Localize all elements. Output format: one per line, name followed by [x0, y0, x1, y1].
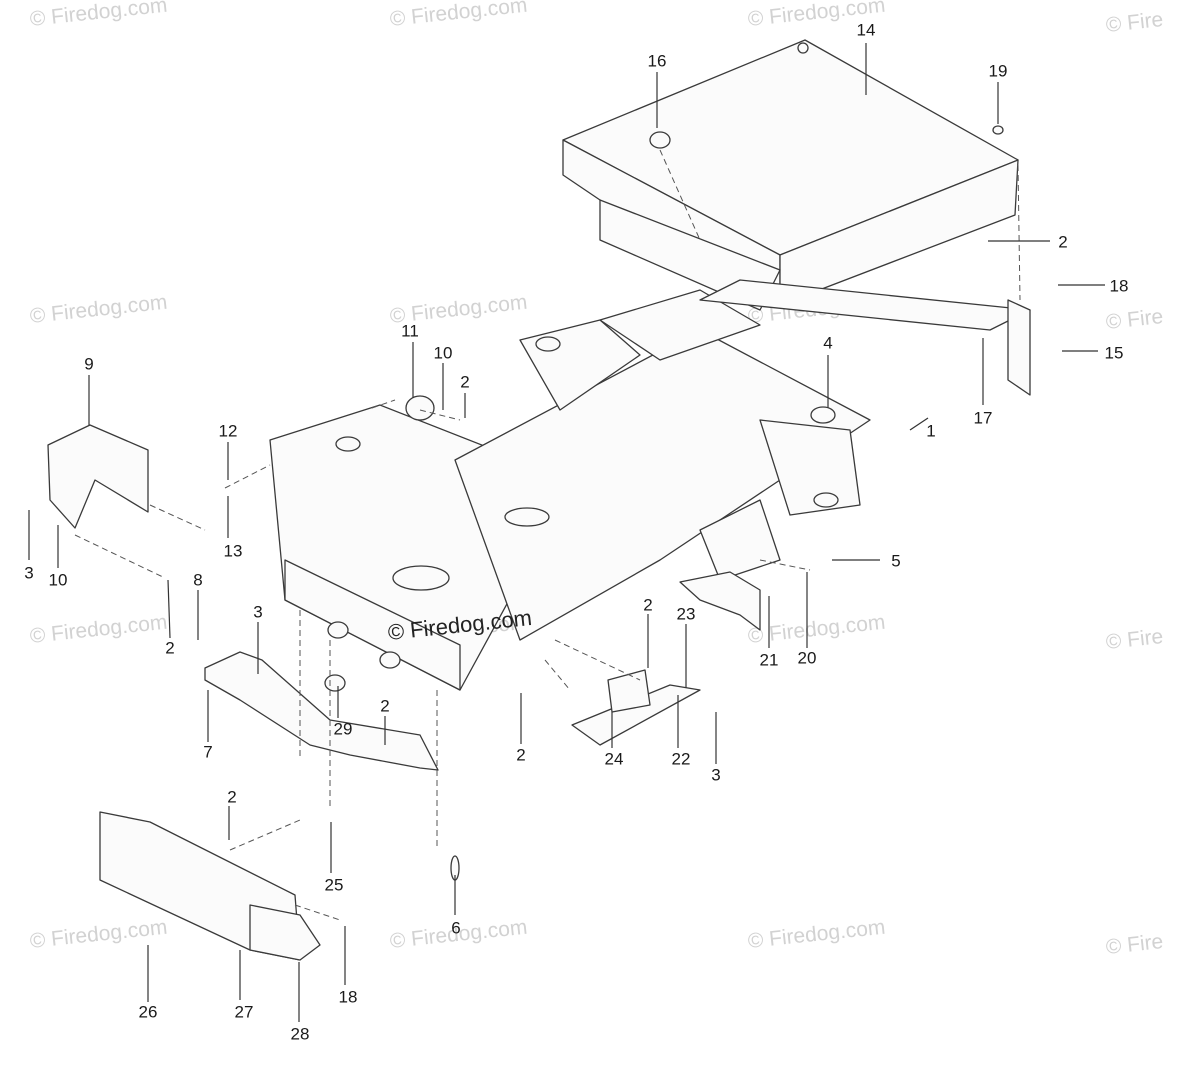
callout-28: 28 [290, 1024, 310, 1044]
part-fasteners [324, 125, 1004, 881]
callout-18-b: 18 [338, 987, 358, 1007]
callout-16: 16 [647, 51, 667, 71]
part-bracket-27 [99, 811, 321, 961]
callout-15: 15 [1104, 343, 1124, 363]
callout-3-b: 3 [253, 602, 263, 622]
part-bracket-20 [679, 571, 761, 631]
callout-9: 9 [84, 354, 94, 374]
part-lever-7 [204, 651, 439, 771]
callout-8: 8 [193, 570, 203, 590]
callout-5: 5 [891, 551, 901, 571]
alignment-lines [74, 149, 1021, 921]
part-clamp-11 [405, 395, 435, 421]
callout-19: 19 [988, 61, 1008, 81]
callout-20: 20 [797, 648, 817, 668]
part-control-panel [562, 39, 1019, 311]
callout-6: 6 [451, 918, 461, 938]
callout-2-c: 2 [165, 638, 175, 658]
callout-3-c: 3 [711, 765, 721, 785]
callout-17: 17 [973, 408, 993, 428]
callout-10-b: 10 [48, 570, 68, 590]
part-main-frame [269, 279, 1031, 691]
callout-22: 22 [671, 749, 691, 769]
callout-29: 29 [333, 719, 353, 739]
callout-2-e: 2 [380, 696, 390, 716]
callout-2-b: 2 [460, 372, 470, 392]
callout-3-a: 3 [24, 563, 34, 583]
callout-13: 13 [223, 541, 243, 561]
callout-4: 4 [823, 333, 833, 353]
callout-25: 25 [324, 875, 344, 895]
callout-2-a: 2 [1058, 232, 1068, 252]
callout-1: 1 [926, 421, 936, 441]
leader-lines [28, 43, 1105, 1022]
callout-2-f: 2 [516, 745, 526, 765]
callout-24: 24 [604, 749, 624, 769]
part-bracket-9 [47, 424, 149, 529]
callout-26: 26 [138, 1002, 158, 1022]
callout-21: 21 [759, 650, 779, 670]
callout-7: 7 [203, 742, 213, 762]
callout-18-a: 18 [1109, 276, 1129, 296]
callout-10-a: 10 [433, 343, 453, 363]
callout-12: 12 [218, 421, 238, 441]
callout-23: 23 [676, 604, 696, 624]
callout-27: 27 [234, 1002, 254, 1022]
callout-2-g: 2 [227, 787, 237, 807]
callout-11: 11 [401, 321, 419, 341]
callout-14: 14 [856, 20, 876, 40]
part-plate-24 [571, 669, 701, 746]
callout-2-d: 2 [643, 595, 653, 615]
